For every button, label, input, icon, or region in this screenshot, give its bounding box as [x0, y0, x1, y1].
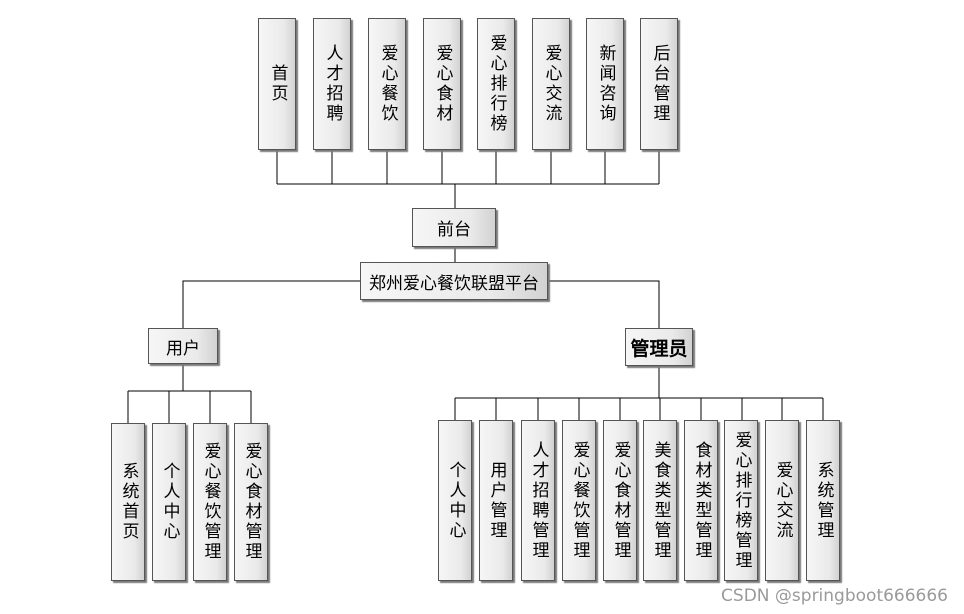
frontend-item-charity-ingredients: 爱心食材	[423, 18, 461, 150]
frontend-item-charity-exchange: 爱心交流	[532, 18, 570, 150]
admin-node: 管理员	[625, 328, 693, 366]
admin-item-food-type-mgmt: 美食类型管理	[643, 420, 677, 581]
admin-item-charity-ranking-mgmt: 爱心排行榜管理	[724, 420, 758, 581]
frontend-node: 前台	[412, 208, 496, 247]
admin-item-personal-center: 个人中心	[438, 420, 472, 581]
admin-item-charity-exchange: 爱心交流	[765, 420, 799, 581]
user-item-personal-center: 个人中心	[152, 423, 186, 581]
frontend-item-recruitment: 人才招聘	[313, 18, 351, 150]
admin-item-system-mgmt: 系统管理	[806, 420, 840, 581]
frontend-item-admin-backend: 后台管理	[640, 18, 678, 150]
connector-admin	[454, 366, 824, 420]
user-item-charity-ingredients-mgmt: 爱心食材管理	[234, 423, 268, 581]
admin-item-recruitment-mgmt: 人才招聘管理	[521, 420, 555, 581]
frontend-item-home: 首页	[258, 18, 296, 150]
user-node: 用户	[148, 328, 218, 364]
watermark-text: CSDN @springboot666666	[721, 586, 948, 606]
connector-frontend	[276, 150, 660, 262]
user-item-charity-dining-mgmt: 爱心餐饮管理	[193, 423, 227, 581]
admin-item-charity-ingredients-mgmt: 爱心食材管理	[603, 420, 637, 581]
connector-user	[127, 364, 252, 423]
connector-root-branches	[182, 280, 660, 328]
admin-item-charity-dining-mgmt: 爱心餐饮管理	[562, 420, 596, 581]
frontend-item-news: 新闻咨询	[586, 18, 624, 150]
frontend-item-charity-ranking: 爱心排行榜	[477, 18, 515, 150]
frontend-item-charity-dining: 爱心餐饮	[368, 18, 406, 150]
admin-item-user-mgmt: 用户管理	[479, 420, 513, 581]
user-item-system-home: 系统首页	[111, 423, 145, 581]
admin-item-ingredient-type-mgmt: 食材类型管理	[684, 420, 718, 581]
root-node: 郑州爱心餐饮联盟平台	[360, 262, 548, 300]
